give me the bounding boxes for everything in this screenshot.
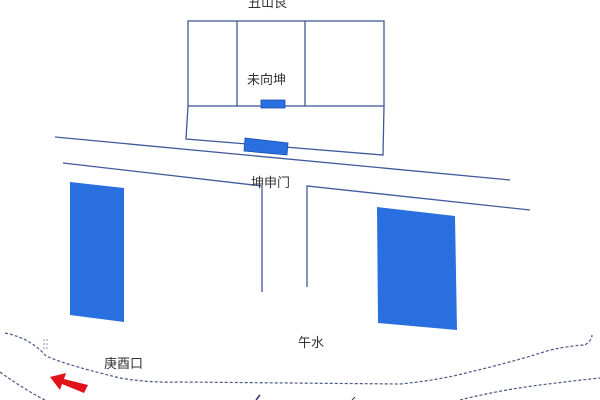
river-bank-upper <box>4 332 593 385</box>
flow-arrow-tip-icon <box>255 394 261 400</box>
label-house: 未向坤 <box>247 72 286 88</box>
front-gate-block <box>243 137 289 156</box>
left-block <box>70 182 124 322</box>
river-bank-lower-left <box>0 371 46 400</box>
roads <box>54 136 531 292</box>
road-right <box>306 185 531 287</box>
right-block <box>377 207 457 330</box>
label-exit: 庚酉口 <box>104 356 143 372</box>
label-top: 丑山艮 <box>248 0 287 11</box>
road-line <box>54 136 511 181</box>
label-water: 午水 <box>298 336 324 351</box>
flow-arrow-icon <box>50 373 88 393</box>
river-banks <box>0 332 600 400</box>
building-rooms <box>187 20 385 107</box>
house-door <box>260 99 286 109</box>
grid-dots-icon <box>43 339 48 349</box>
label-gate: 坤申门 <box>251 176 290 191</box>
building-outline <box>185 20 385 156</box>
road-left <box>62 162 263 292</box>
river-bank-lower-right <box>459 377 600 400</box>
